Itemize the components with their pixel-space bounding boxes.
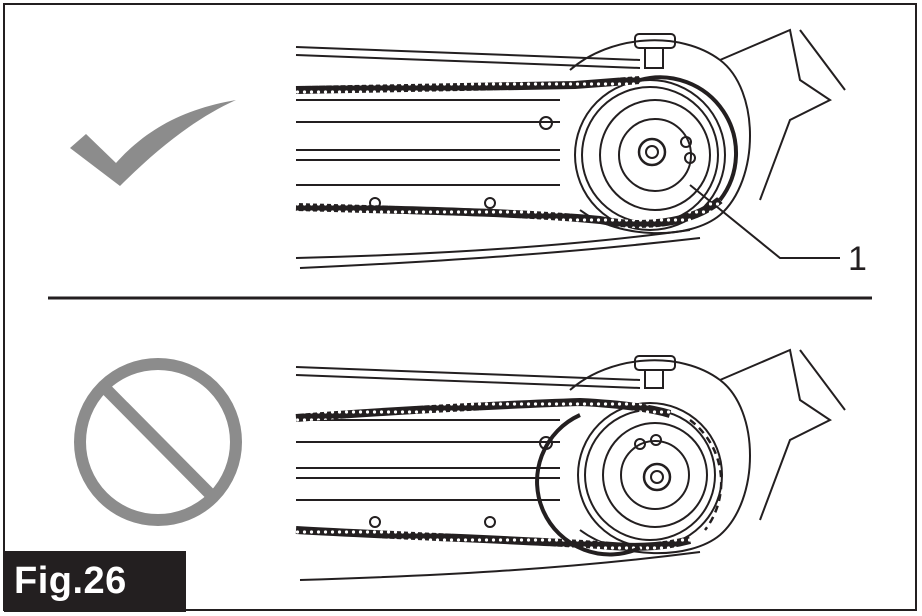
correct-panel: 1: [70, 28, 867, 278]
belt-lower-incorrect: [295, 526, 692, 551]
belt-assembly-incorrect: [295, 348, 846, 581]
belt-lower-correct: [295, 196, 723, 228]
belt-wrap-incorrect: [535, 413, 641, 557]
incorrect-panel: [74, 348, 846, 581]
figure-label: Fig.26: [4, 551, 186, 612]
belt-assembly-correct: [295, 28, 846, 269]
belt-upper-correct: [295, 76, 641, 94]
belt-wrap-correct: [639, 75, 739, 202]
checkmark-icon: [70, 100, 236, 186]
figure-border: [3, 3, 917, 611]
belt-upper-incorrect: [295, 397, 672, 422]
prohibited-icon: [74, 358, 242, 526]
callout-number: 1: [848, 240, 867, 278]
